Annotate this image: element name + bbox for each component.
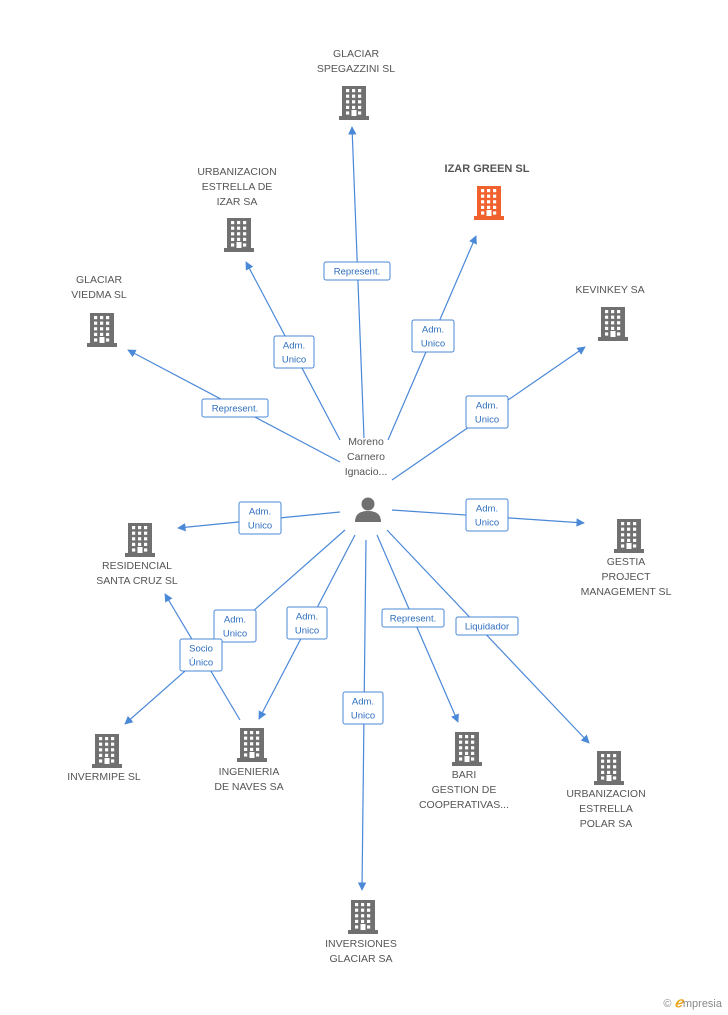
copyright-icon: © — [663, 998, 672, 1010]
edges-layer — [124, 126, 590, 891]
relation-label-text: Represent. — [212, 404, 258, 415]
building-icon[interactable] — [339, 86, 369, 120]
relation-label[interactable]: Adm.Unico — [465, 498, 509, 532]
relation-label-text: Represent. — [390, 614, 436, 625]
relation-label[interactable]: Adm.Unico — [465, 395, 509, 429]
brand-name: mpresia — [682, 998, 722, 1010]
building-icon[interactable] — [614, 519, 644, 553]
company-node-izar-green[interactable]: IZAR GREEN SL — [445, 163, 530, 220]
company-node-invermipe[interactable]: INVERMIPE SL — [67, 734, 141, 783]
relation-label-text: Adm.Unico — [475, 401, 499, 426]
building-icon[interactable] — [348, 900, 378, 934]
relation-label-text: Adm.Unico — [351, 697, 375, 722]
building-icon[interactable] — [92, 734, 122, 768]
relation-label[interactable]: Adm.Unico — [273, 335, 315, 369]
relation-label[interactable]: Represent. — [201, 398, 269, 418]
edge-center-to-bari-gestion — [376, 534, 459, 723]
edge-center-to-urbanizacion-estrella-polar — [386, 529, 590, 744]
building-icon[interactable] — [237, 728, 267, 762]
building-icon[interactable] — [125, 523, 155, 557]
relation-label-text: Adm.Unico — [223, 615, 247, 640]
company-name: INVERMIPE SL — [67, 771, 141, 783]
relation-label[interactable]: Adm.Unico — [286, 606, 328, 640]
relation-label[interactable]: Adm.Unico — [213, 609, 257, 643]
relation-label-text: Adm.Unico — [421, 325, 445, 350]
relation-label[interactable]: Adm.Unico — [342, 691, 384, 725]
relation-label-text: Adm.Unico — [248, 507, 272, 532]
empresia-brand[interactable]: © ℯmpresia — [663, 994, 722, 1011]
person-icon[interactable] — [355, 497, 381, 523]
edge-center-to-glaciar-spegazzini — [348, 126, 365, 439]
relation-label[interactable]: Represent. — [323, 261, 391, 281]
relation-label[interactable]: Represent. — [381, 608, 445, 628]
building-icon[interactable] — [598, 307, 628, 341]
relation-label[interactable]: Adm.Unico — [238, 501, 282, 535]
building-icon[interactable] — [452, 732, 482, 766]
company-name: IZAR GREEN SL — [445, 163, 530, 175]
relation-label[interactable]: Liquidador — [455, 616, 519, 636]
relation-label-text: Adm.Unico — [282, 341, 306, 366]
company-name: KEVINKEY SA — [575, 284, 644, 296]
relation-label-text: Adm.Unico — [475, 504, 499, 529]
relation-label-text: Represent. — [334, 267, 380, 278]
building-icon[interactable] — [594, 751, 624, 785]
relation-labels-layer: Represent.Adm.UnicoAdm.UnicoRepresent.Ad… — [179, 261, 519, 725]
building-icon[interactable] — [87, 313, 117, 347]
building-icon[interactable] — [474, 186, 504, 220]
relation-label[interactable]: Adm.Unico — [411, 319, 455, 353]
relation-label-text: Adm.Unico — [295, 612, 319, 637]
company-node-kevinkey[interactable]: KEVINKEY SA — [575, 284, 645, 341]
empresia-logo-icon: ℯ — [674, 994, 683, 1010]
building-icon[interactable] — [224, 218, 254, 252]
relation-label-text: Liquidador — [465, 622, 509, 633]
